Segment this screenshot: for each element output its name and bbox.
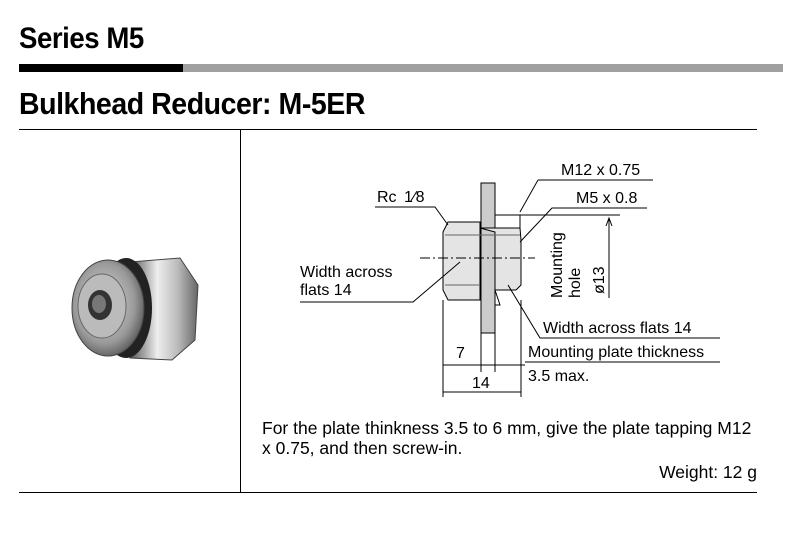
label-dim-14: 14 bbox=[472, 375, 490, 392]
table-column-divider bbox=[240, 129, 241, 492]
label-mounting-hole-dia: ø13 bbox=[591, 266, 608, 294]
label-width-across-left-1: Width across bbox=[300, 264, 392, 281]
label-width-across-right: Width across flats 14 bbox=[543, 320, 692, 337]
label-dim-7: 7 bbox=[456, 345, 465, 362]
label-width-across-left-2: flats 14 bbox=[300, 282, 352, 299]
title-bar-rule bbox=[183, 64, 783, 72]
weight-value: Weight: 12 g bbox=[659, 462, 757, 482]
description-note: For the plate thinkness 3.5 to 6 mm, giv… bbox=[262, 418, 752, 458]
table-top-border bbox=[19, 129, 757, 130]
label-thread-inner: M5 x 0.8 bbox=[576, 190, 637, 207]
label-plate-thickness-1: Mounting plate thickness bbox=[528, 344, 704, 361]
title-bar-accent bbox=[19, 64, 183, 72]
label-plate-thickness-2: 3.5 max. bbox=[528, 368, 589, 385]
product-photo bbox=[71, 257, 199, 361]
label-port-rc: Rc bbox=[377, 189, 397, 206]
label-port-rc-fraction: 1⁄8 bbox=[404, 189, 425, 206]
label-mounting-hole-2: hole bbox=[567, 268, 584, 298]
label-mounting-hole-1: Mounting bbox=[549, 232, 566, 298]
series-title: Series M5 bbox=[19, 22, 144, 55]
table-bottom-border bbox=[19, 492, 757, 493]
product-title: Bulkhead Reducer: M-5ER bbox=[19, 86, 365, 121]
label-thread-outer: M12 x 0.75 bbox=[561, 162, 640, 179]
